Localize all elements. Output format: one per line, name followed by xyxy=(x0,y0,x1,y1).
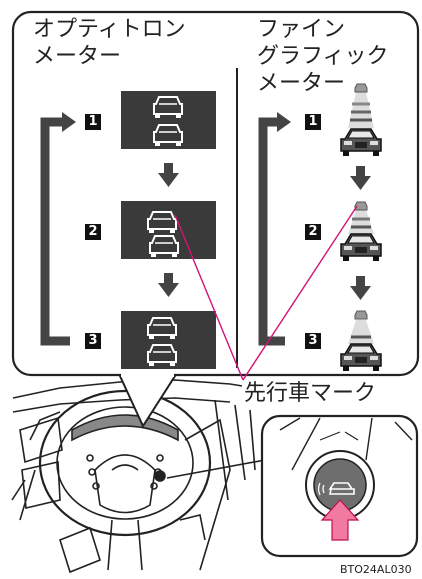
optitron-step-badge-1: 1 xyxy=(85,114,101,130)
fine-down-arrow-2 xyxy=(350,276,371,300)
optitron-down-arrow-2 xyxy=(158,273,179,297)
meter-frame xyxy=(11,10,420,377)
switch-leader-line xyxy=(166,459,266,479)
optitron-step-badge-3: 3 xyxy=(85,333,101,349)
figure-code: BTO24AL030 xyxy=(340,563,412,576)
optitron-step-badge-2: 2 xyxy=(85,224,101,240)
optitron-cycle-arrow xyxy=(40,112,76,346)
fine-title-line2: グラフィック xyxy=(257,44,389,69)
lead-car-mark-leaders xyxy=(174,205,358,381)
fine-cycle-arrow xyxy=(258,112,291,346)
fine-down-arrow-1 xyxy=(350,166,371,190)
optitron-screen-1 xyxy=(121,91,216,149)
press-arrow xyxy=(320,499,360,541)
optitron-screen-2 xyxy=(121,201,216,259)
fine-step-badge-3: 3 xyxy=(305,333,321,349)
fine-car-2 xyxy=(340,201,382,262)
optitron-title-line2: メーター xyxy=(33,44,122,69)
optitron-down-arrow-1 xyxy=(158,163,179,187)
optitron-title-line1: オプティトロン xyxy=(33,17,186,42)
fine-step-badge-2: 2 xyxy=(305,224,321,240)
switch-inset xyxy=(260,414,419,558)
lead-car-mark-label: 先行車マーク xyxy=(242,381,379,408)
fine-title-line1: ファイン xyxy=(257,17,346,42)
fine-car-3 xyxy=(340,310,382,372)
optitron-screen-3 xyxy=(121,311,216,369)
fine-step-badge-1: 1 xyxy=(305,114,321,130)
fine-title-line3: メーター xyxy=(257,71,346,96)
distance-switch-icon xyxy=(328,482,355,495)
steering-scene xyxy=(11,379,281,574)
fine-car-1 xyxy=(340,83,382,157)
